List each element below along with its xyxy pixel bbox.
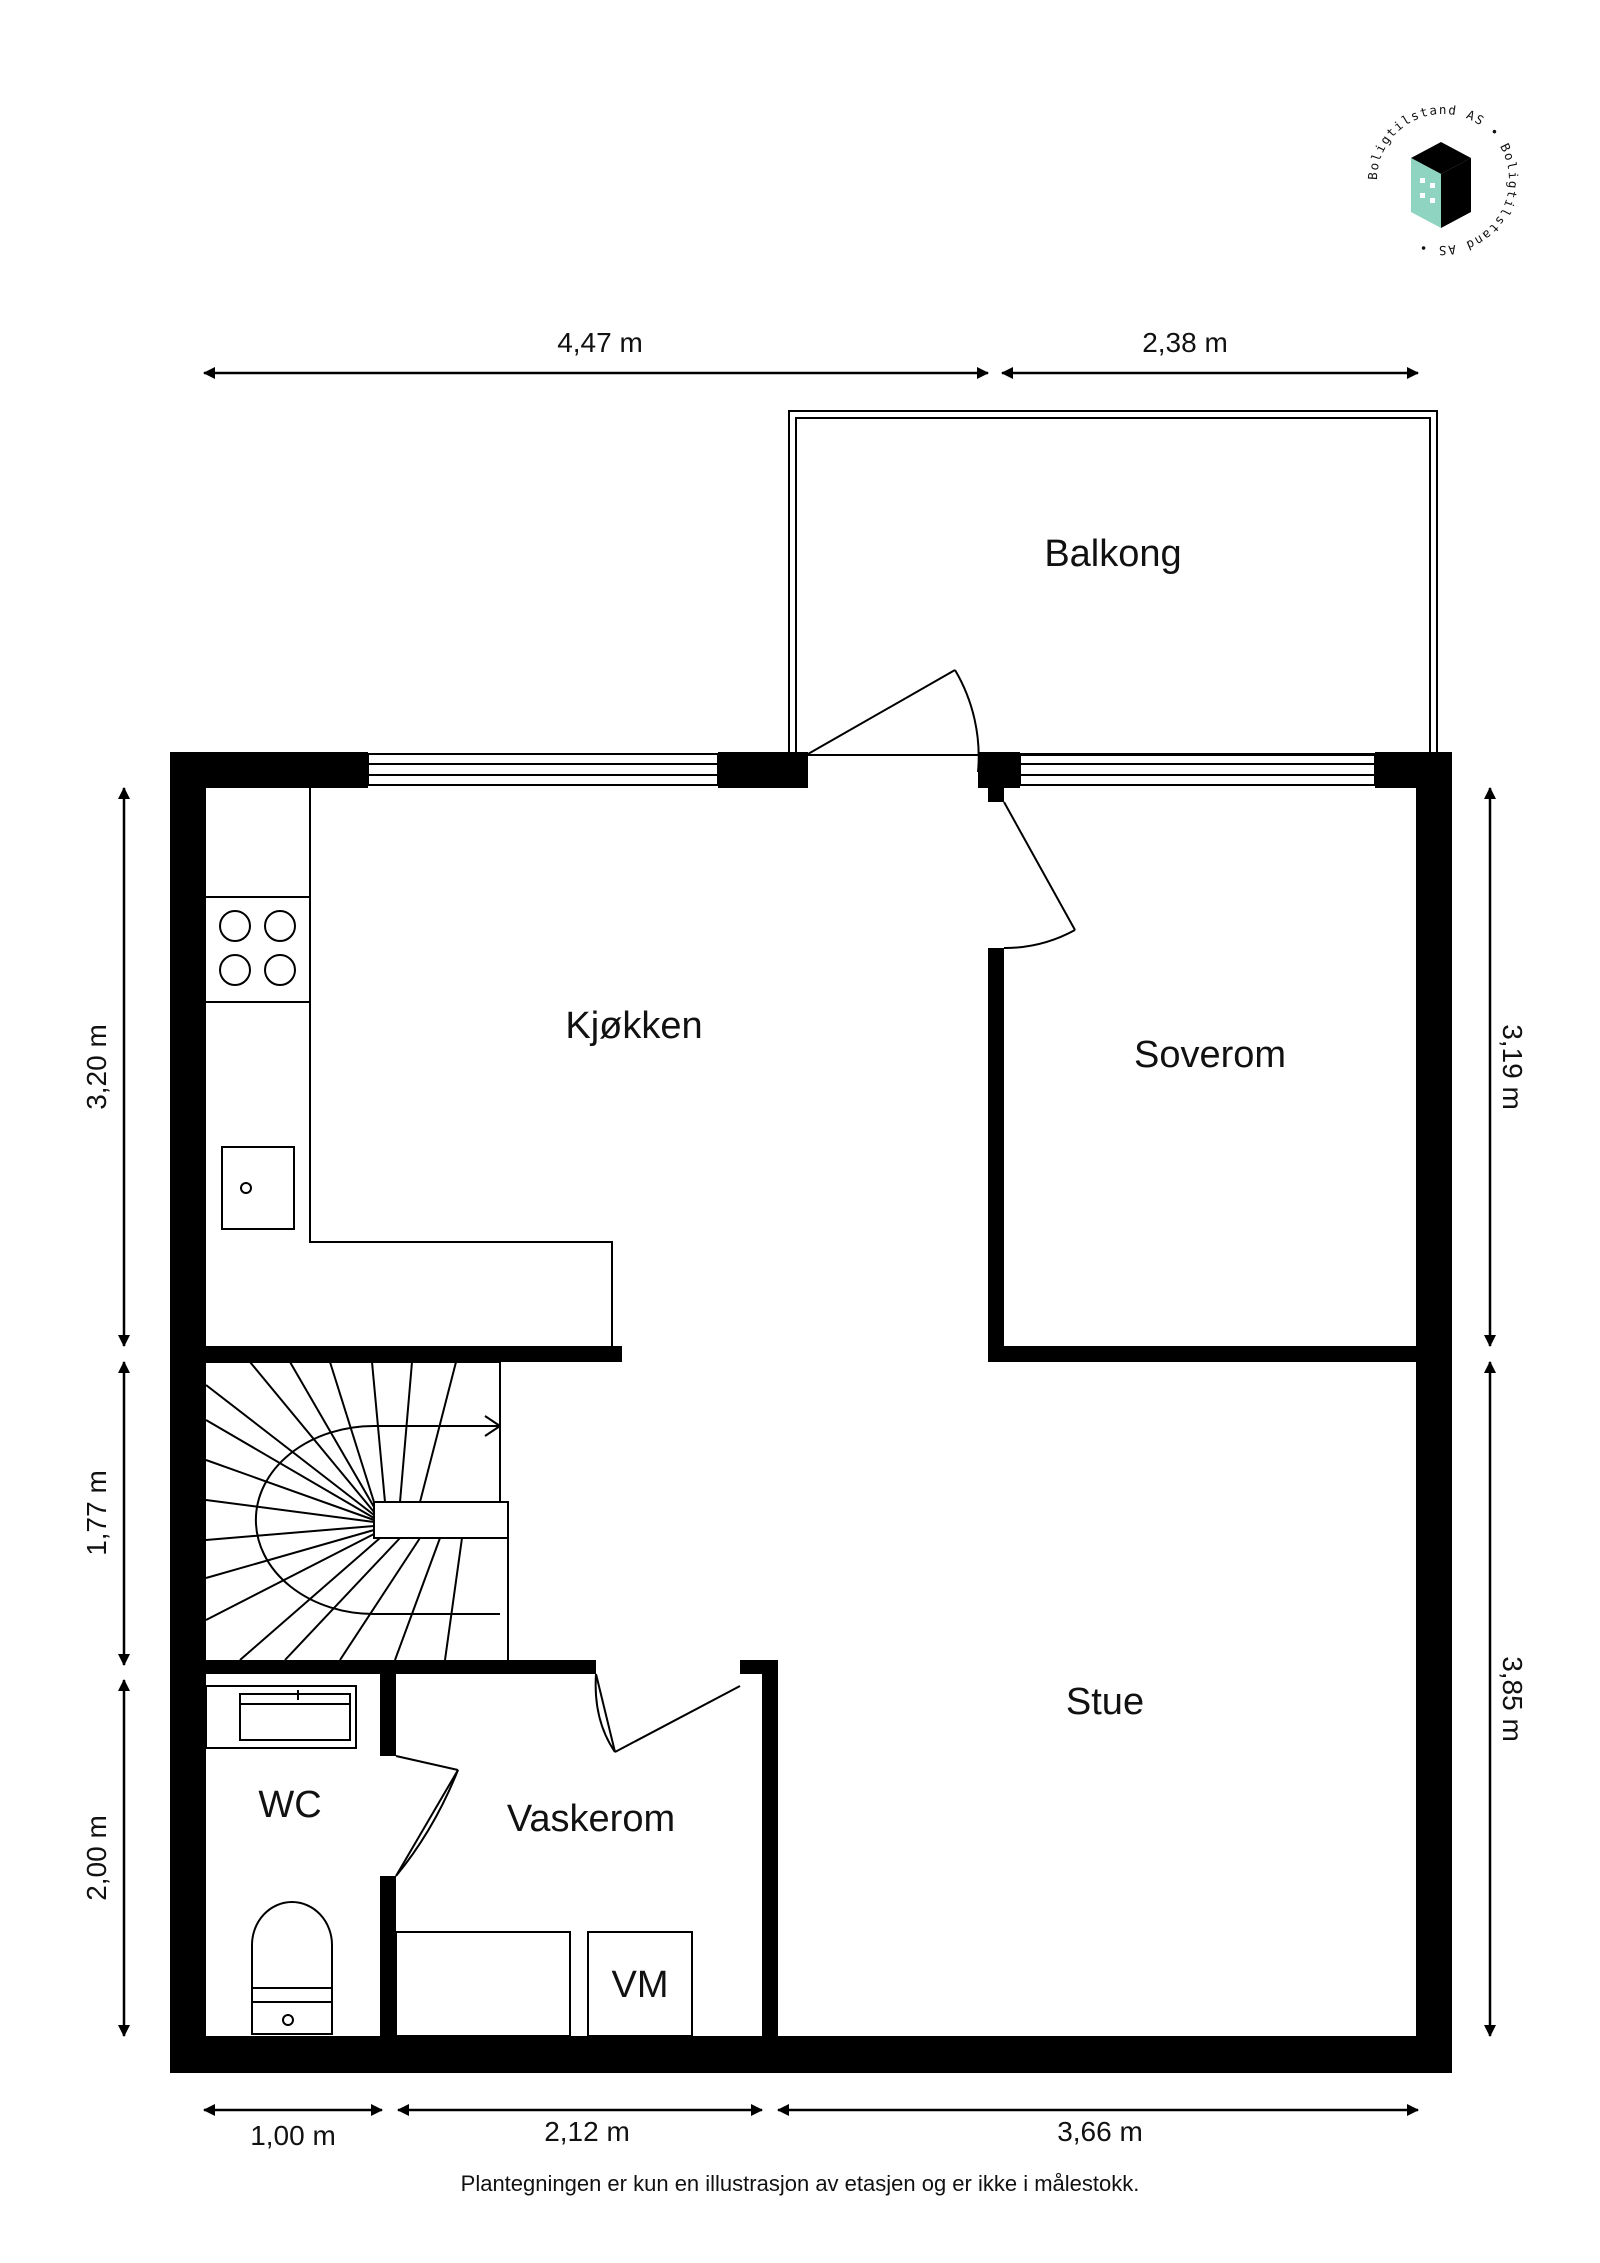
- balcony-outline: [788, 410, 1438, 756]
- dim-left-bottom: 2,00 m: [81, 1815, 112, 1901]
- dim-bottom-middle: 2,12 m: [544, 2116, 630, 2147]
- stair-walk-line: [255, 1425, 500, 1615]
- label-washing-machine: VM: [612, 1964, 669, 2006]
- washing-machine: [587, 1931, 693, 2037]
- wc-sink-icon: [205, 1685, 357, 1749]
- dim-bottom-right: 3,66 m: [1057, 2116, 1143, 2147]
- dim-left-middle: 1,77 m: [81, 1470, 112, 1556]
- sink-icon: [221, 1146, 295, 1230]
- boligtilstand-logo: Boligtilstand AS • Boligtilstand AS •: [1365, 102, 1520, 258]
- staircase: [205, 1361, 509, 1661]
- label-wc: WC: [258, 1784, 321, 1826]
- dim-top-left: 4,47 m: [557, 327, 643, 358]
- wc-door: [395, 1755, 459, 1771]
- dimension-lines: [118, 367, 1496, 2116]
- laundry-counter: [395, 1931, 571, 2037]
- dim-left-top: 3,20 m: [81, 1024, 112, 1110]
- room-labels: Balkong Kjøkken Soverom Stue WC Vaskerom…: [258, 533, 1286, 2006]
- dim-right-top: 3,19 m: [1497, 1024, 1528, 1110]
- interior-walls: [206, 788, 1416, 2036]
- exterior-walls: [170, 752, 1452, 2073]
- logo-building-icon: [1411, 142, 1471, 228]
- footer-note: Plantegningen er kun en illustrasjon av …: [461, 2171, 1140, 2196]
- laundry-fixtures: [395, 1931, 693, 2037]
- dim-right-bottom: 3,85 m: [1497, 1656, 1528, 1742]
- laundry-door: [595, 1673, 616, 1753]
- bedroom-door: [1003, 801, 1076, 931]
- label-balcony: Balkong: [1044, 533, 1181, 575]
- windows: [367, 753, 1376, 786]
- label-living-room: Stue: [1066, 1681, 1144, 1723]
- toilet-icon: [251, 1901, 333, 2035]
- stove-icon: [219, 910, 296, 986]
- dimension-labels: 4,47 m 2,38 m 3,20 m 1,77 m 2,00 m 3,19 …: [81, 327, 1528, 2151]
- label-bedroom: Soverom: [1134, 1034, 1286, 1076]
- dim-bottom-left: 1,00 m: [250, 2120, 336, 2151]
- label-laundry: Vaskerom: [507, 1798, 675, 1840]
- dim-top-right: 2,38 m: [1142, 327, 1228, 358]
- kitchen-counter: [206, 788, 613, 1346]
- doors: [395, 669, 1076, 1877]
- balcony-door: [807, 669, 956, 755]
- label-kitchen: Kjøkken: [565, 1005, 702, 1047]
